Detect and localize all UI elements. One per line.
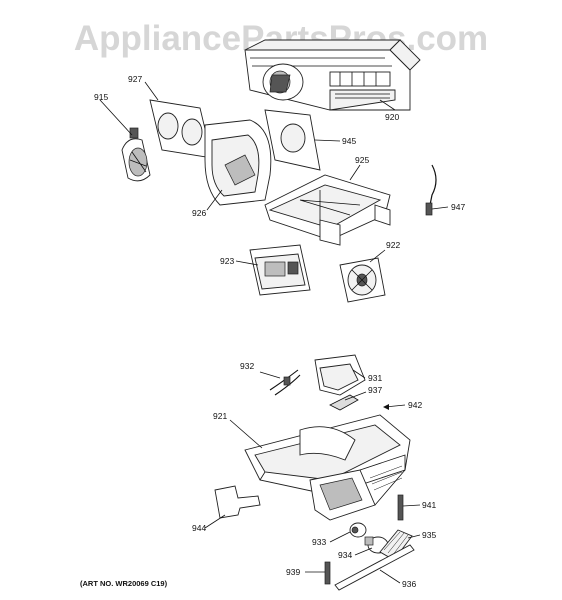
part-927-frame[interactable] <box>149 99 213 159</box>
part-922-fan-square[interactable] <box>339 257 386 303</box>
part-936-bar[interactable] <box>334 544 415 591</box>
callout-915: 915 <box>94 92 108 102</box>
callout-921: 921 <box>213 411 227 421</box>
callout-936: 936 <box>402 579 416 589</box>
callout-922: 922 <box>386 240 400 250</box>
part-923-motor[interactable] <box>249 244 311 296</box>
callout-931: 931 <box>368 373 382 383</box>
part-947-wire[interactable] <box>425 164 437 216</box>
part-926-duct[interactable] <box>204 119 272 206</box>
callout-944: 944 <box>192 523 206 533</box>
callout-920: 920 <box>385 112 399 122</box>
callout-926: 926 <box>192 208 206 218</box>
callout-925: 925 <box>355 155 369 165</box>
part-942-arrow <box>383 404 406 410</box>
callout-939: 939 <box>286 567 300 577</box>
part-933-socket[interactable] <box>349 522 367 538</box>
callout-932: 932 <box>240 361 254 371</box>
callout-934: 934 <box>338 550 352 560</box>
leader-lines <box>99 81 449 584</box>
callout-labels: 915 927 926 945 920 925 947 923 922 932 … <box>94 74 465 589</box>
part-932-cable[interactable] <box>269 369 301 396</box>
callout-941: 941 <box>422 500 436 510</box>
part-939-pin[interactable] <box>324 561 331 585</box>
part-937-clip[interactable] <box>329 394 359 411</box>
part-925-bracket[interactable] <box>264 174 391 246</box>
callout-947: 947 <box>451 202 465 212</box>
callout-935: 935 <box>422 530 436 540</box>
callout-933: 933 <box>312 537 326 547</box>
part-931-bracket[interactable] <box>314 354 366 396</box>
part-921-housing[interactable] <box>244 414 411 521</box>
callout-927: 927 <box>128 74 142 84</box>
part-920-housing[interactable] <box>244 39 421 111</box>
callout-937: 937 <box>368 385 382 395</box>
callout-945: 945 <box>342 136 356 146</box>
callout-942: 942 <box>408 400 422 410</box>
part-941-pin[interactable] <box>397 494 404 521</box>
part-944-plate[interactable] <box>214 485 261 519</box>
part-915-fan[interactable] <box>121 127 151 182</box>
art-number-label: (ART NO. WR20069 C19) <box>80 579 168 588</box>
callout-923: 923 <box>220 256 234 266</box>
part-945-gasket[interactable] <box>264 109 321 171</box>
